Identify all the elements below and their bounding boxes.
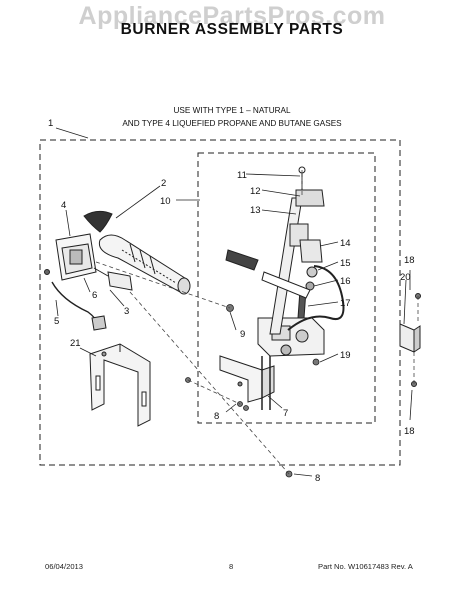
flame-sensor	[93, 267, 133, 291]
callout-11: 11	[237, 170, 247, 181]
callout-2: 2	[161, 178, 166, 189]
callout-18-top: 18	[404, 255, 415, 266]
callout-20: 20	[400, 272, 411, 283]
gas-valve-coils	[297, 239, 323, 319]
callout-9: 9	[240, 329, 245, 340]
callout-7: 7	[283, 408, 288, 419]
burner-tube	[83, 210, 191, 295]
callout-17: 17	[340, 298, 351, 309]
footer-page-number: 8	[229, 562, 234, 571]
valve-bracket	[219, 355, 275, 403]
callout-21: 21	[70, 338, 81, 349]
connector-hose	[261, 271, 311, 299]
callout-18-bottom: 18	[404, 426, 415, 437]
callout-8-screw: 8	[315, 473, 320, 484]
callout-12: 12	[250, 186, 261, 197]
outer-assembly-boundary	[39, 139, 401, 466]
page-title: BURNER ASSEMBLY PARTS	[120, 21, 344, 38]
subtitle-line-2: AND TYPE 4 LIQUEFIED PROPANE AND BUTANE …	[122, 119, 342, 128]
callout-10: 10	[160, 196, 171, 207]
right-mounting-bracket	[399, 293, 421, 387]
orifice-hose	[225, 249, 259, 271]
callout-14: 14	[340, 238, 351, 249]
callout-4: 4	[61, 200, 66, 211]
callout-13: 13	[250, 205, 261, 216]
callout-1: 1	[48, 118, 53, 129]
inner-assembly-boundary	[197, 152, 376, 424]
footer-part-number: Part No. W10617483 Rev. A	[318, 562, 413, 571]
callout-5: 5	[54, 316, 59, 327]
callout-6: 6	[92, 290, 97, 301]
watermark-text: AppliancePartsPros.com	[78, 2, 386, 30]
dashed-lines	[95, 170, 419, 475]
footer-date: 06/04/2013	[45, 562, 84, 571]
igniter-bracket	[44, 233, 107, 331]
mounting-bracket	[89, 343, 151, 427]
callout-16: 16	[340, 276, 351, 287]
callout-15: 15	[340, 258, 351, 269]
callout-19: 19	[340, 350, 351, 361]
callout-8-valve: 8	[214, 411, 219, 422]
subtitle-line-1: USE WITH TYPE 1 – NATURAL	[173, 106, 291, 115]
callout-3: 3	[124, 306, 129, 317]
leader-lines	[55, 127, 413, 477]
